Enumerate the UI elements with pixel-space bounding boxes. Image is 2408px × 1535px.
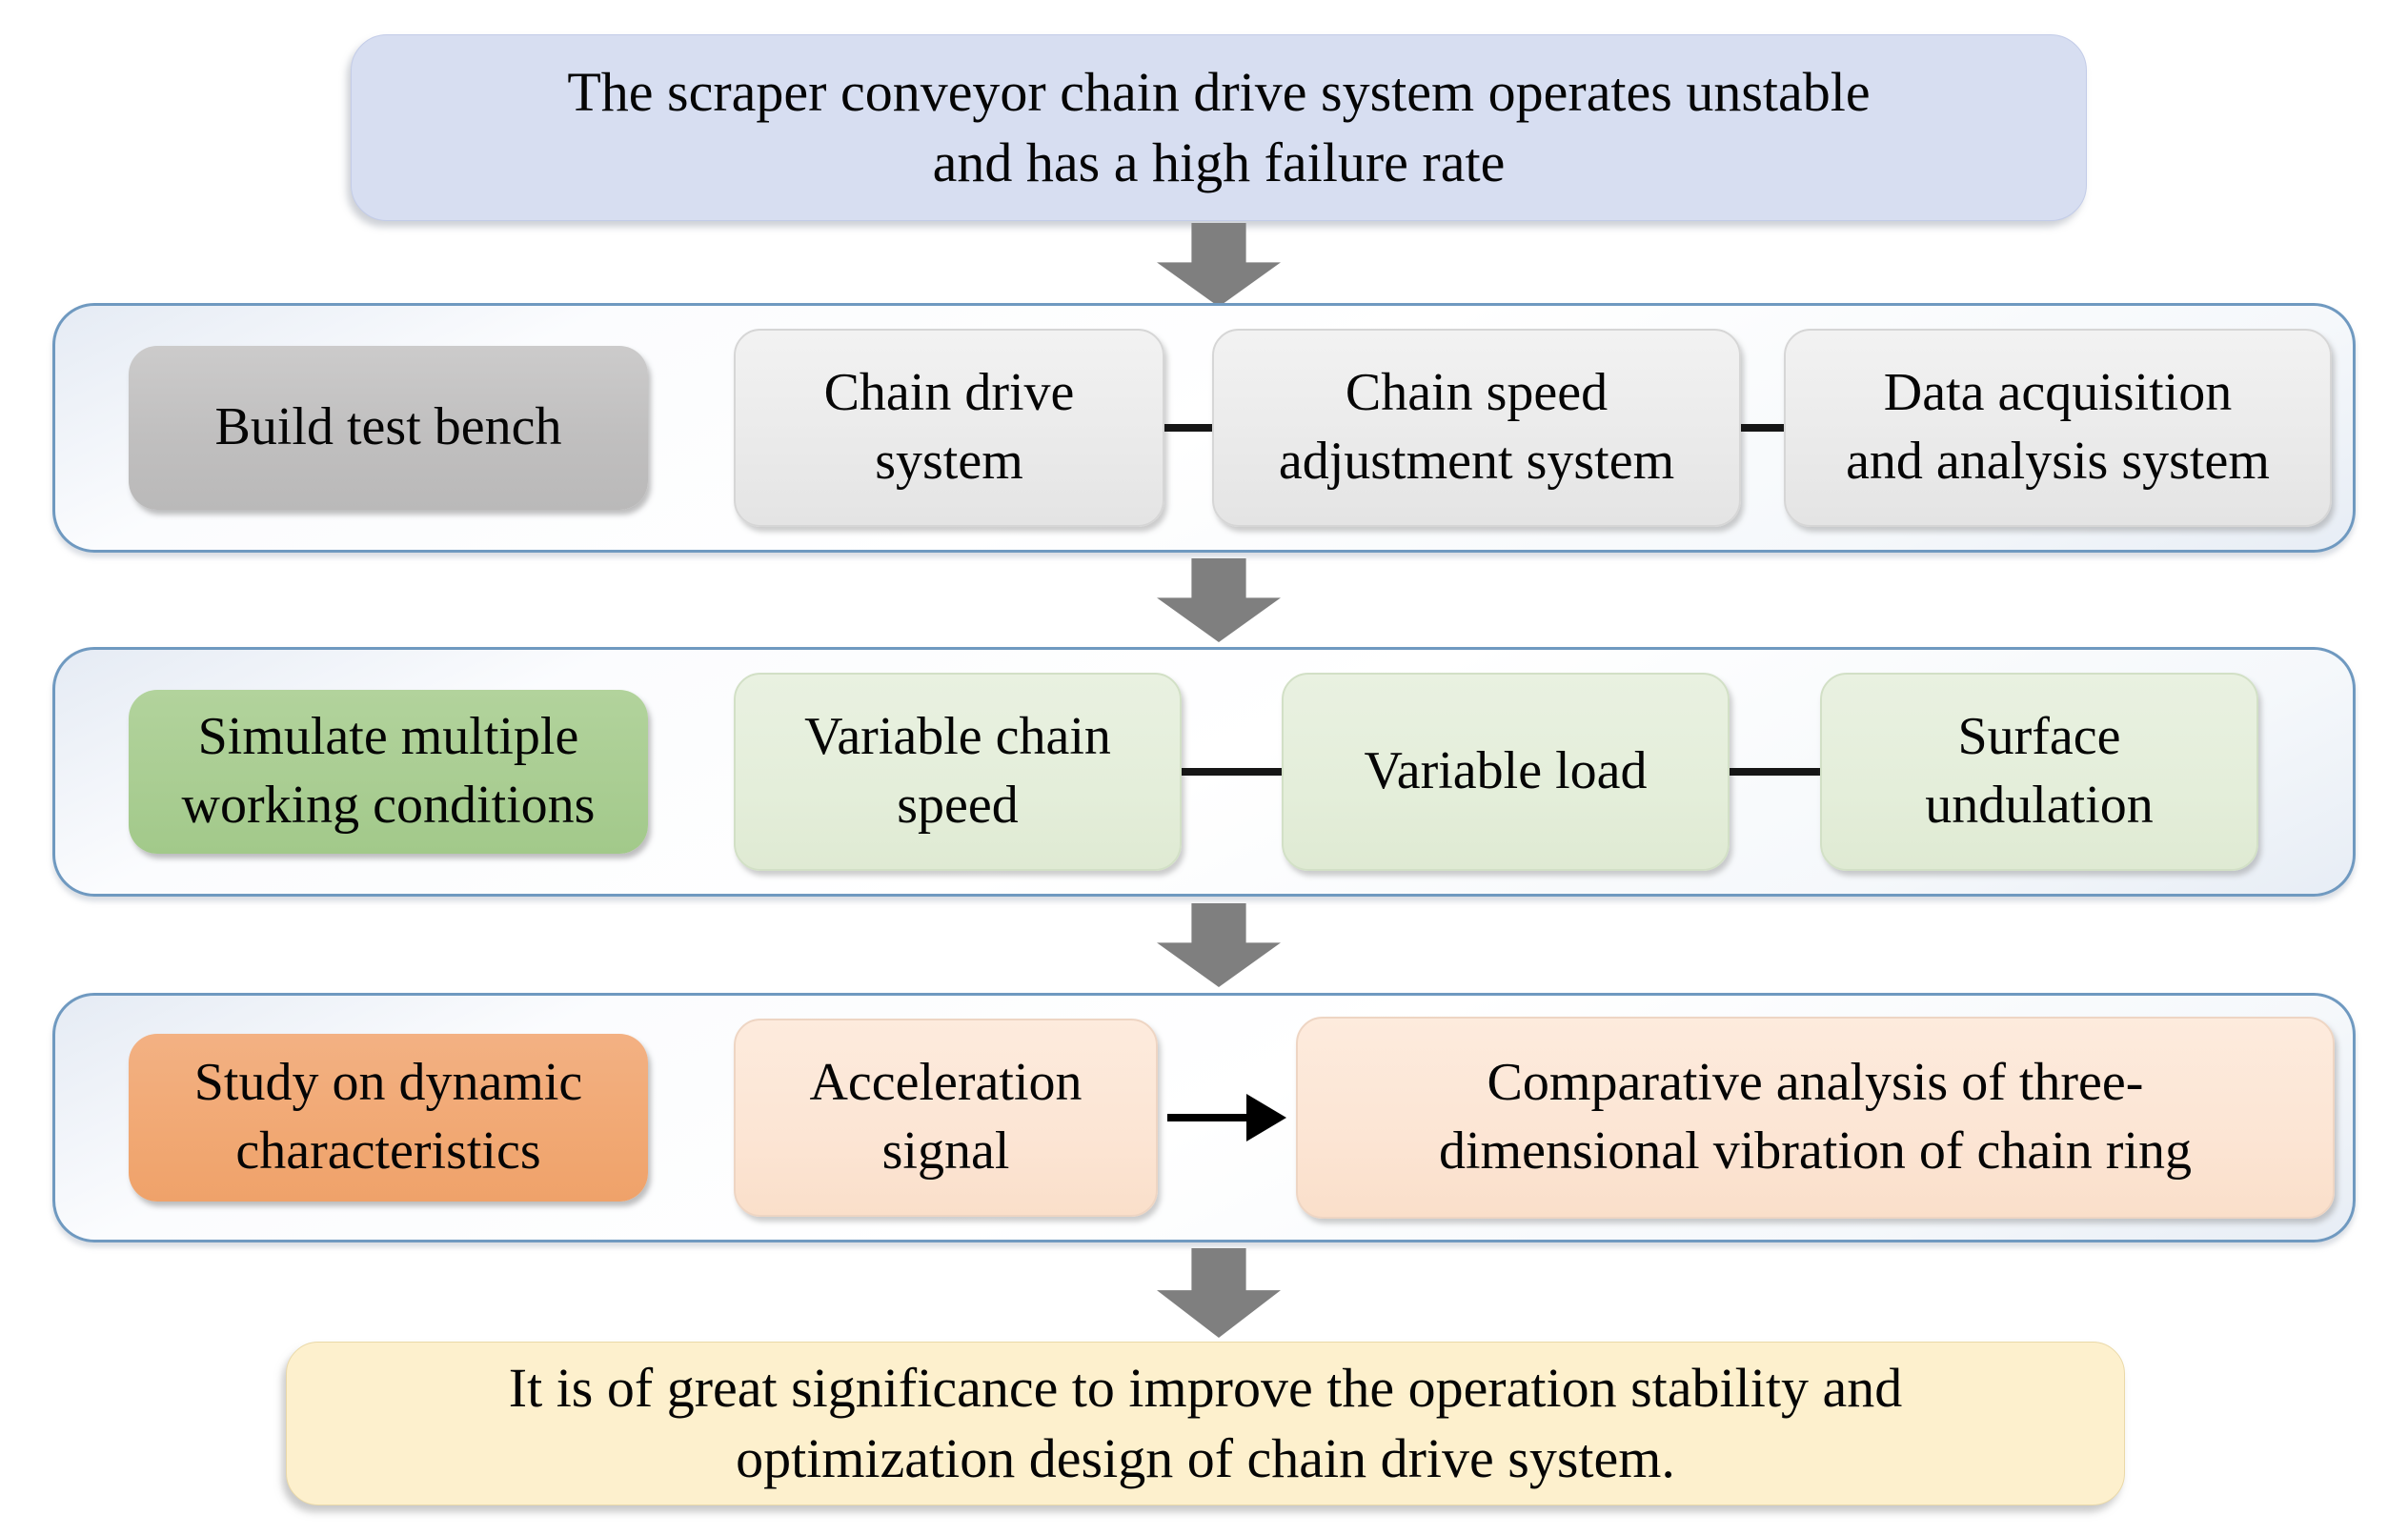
flow-item-text: Acceleration signal (809, 1053, 1083, 1181)
arrow-head (1246, 1094, 1286, 1141)
down-block-arrow-icon (1157, 1248, 1281, 1338)
flow-item-text: Comparative analysis of three- dimension… (1438, 1053, 2193, 1181)
row-label-dynamic-characteristics: Study on dynamic characteristics (129, 1034, 648, 1202)
flow-item-text: Chain drive system (823, 363, 1075, 491)
row-label-text: Build test bench (214, 397, 562, 457)
flow-item-text: Variable load (1364, 741, 1648, 801)
build-test-bench-row: Build test bench Chain drive system Chai… (52, 303, 2356, 553)
down-block-arrow-icon (1157, 223, 1281, 307)
problem-statement-text: The scraper conveyor chain drive system … (567, 60, 1871, 193)
conclusion-text: It is of great significance to improve t… (508, 1356, 1903, 1489)
row-label-simulate-conditions: Simulate multiple working conditions (129, 690, 648, 854)
flow-item-variable-chain-speed: Variable chain speed (734, 673, 1182, 871)
connector-line (1182, 768, 1282, 776)
flow-item-text: Chain speed adjustment system (1278, 363, 1675, 491)
arrow-shaft (1167, 1114, 1246, 1121)
connector-line (1730, 768, 1820, 776)
simulate-conditions-row: Simulate multiple working conditions Var… (52, 647, 2356, 897)
conclusion-box: It is of great significance to improve t… (286, 1342, 2125, 1505)
flow-item-chain-speed-adjustment: Chain speed adjustment system (1212, 329, 1741, 527)
flow-item-text: Data acquisition and analysis system (1846, 363, 2270, 491)
connector-line (1164, 424, 1212, 432)
dynamic-characteristics-row: Study on dynamic characteristics Acceler… (52, 993, 2356, 1242)
flow-item-chain-drive-system: Chain drive system (734, 329, 1164, 527)
flow-item-text: Variable chain speed (804, 707, 1111, 835)
down-block-arrow-icon (1157, 558, 1281, 642)
flow-item-acceleration-signal: Acceleration signal (734, 1019, 1158, 1217)
row-label-text: Study on dynamic characteristics (193, 1053, 583, 1181)
row-label-text: Simulate multiple working conditions (181, 707, 596, 835)
flow-item-variable-load: Variable load (1282, 673, 1730, 871)
flow-item-comparative-analysis: Comparative analysis of three- dimension… (1296, 1017, 2335, 1219)
problem-statement-box: The scraper conveyor chain drive system … (351, 34, 2087, 221)
down-block-arrow-icon (1157, 903, 1281, 987)
flow-item-data-acquisition: Data acquisition and analysis system (1784, 329, 2332, 527)
row-label-build-test-bench: Build test bench (129, 346, 648, 510)
connector-line (1741, 424, 1784, 432)
flow-item-text: Surface undulation (1925, 707, 2154, 835)
right-arrow-icon (1167, 996, 1286, 1240)
flow-item-surface-undulation: Surface undulation (1820, 673, 2258, 871)
